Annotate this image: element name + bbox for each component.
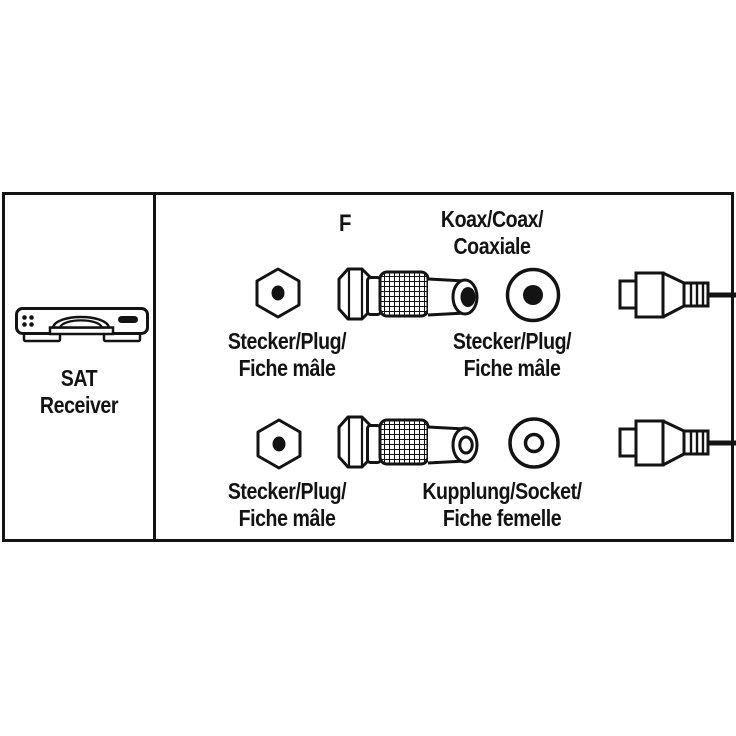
male-pin bbox=[460, 287, 476, 307]
caption-line: Fiche mâle bbox=[238, 355, 336, 381]
coax-cable-plug-icon-row2 bbox=[618, 419, 736, 467]
koax-connector-type-label-line1: Koax/Coax/ bbox=[440, 206, 544, 232]
sat-receiver-label-line1: SAT bbox=[60, 365, 98, 391]
female-socket-ring bbox=[458, 435, 474, 455]
f-plug-end-icon-row2 bbox=[256, 418, 302, 470]
coax-cable-plug-icon-row1 bbox=[618, 271, 736, 319]
center-pin bbox=[272, 436, 286, 452]
sat-receiver-label: SAT Receiver bbox=[15, 365, 143, 419]
center-pin bbox=[523, 285, 543, 305]
row2-koax-socket-caption: Kupplung/Socket/ Fiche femelle bbox=[400, 478, 604, 532]
diagram-frame bbox=[2, 192, 734, 542]
f-to-coax-female-adapter-icon bbox=[337, 415, 479, 469]
knurled-barrel bbox=[378, 270, 430, 318]
coax-male-end-icon bbox=[505, 267, 561, 323]
coax-female-end-icon bbox=[508, 417, 560, 469]
caption-line: Fiche mâle bbox=[463, 355, 561, 381]
row1-koax-plug-caption: Stecker/Plug/ Fiche mâle bbox=[410, 328, 614, 382]
receiver-display bbox=[118, 316, 138, 323]
socket-ring bbox=[523, 432, 545, 454]
caption-line: Stecker/Plug/ bbox=[227, 478, 347, 504]
caption-line: Stecker/Plug/ bbox=[227, 328, 347, 354]
sat-receiver-label-line2: Receiver bbox=[39, 392, 119, 418]
f-connector-type-label: F bbox=[338, 210, 352, 237]
caption-line: Fiche femelle bbox=[442, 505, 562, 531]
sat-receiver-icon bbox=[15, 307, 149, 343]
panel-divider bbox=[153, 192, 156, 542]
center-pin bbox=[271, 285, 285, 301]
koax-connector-type-label: Koax/Coax/ Coaxiale bbox=[390, 206, 594, 260]
koax-connector-type-label-line2: Coaxiale bbox=[453, 233, 531, 259]
f-plug-end-icon-row1 bbox=[255, 267, 301, 319]
row1-f-plug-caption: Stecker/Plug/ Fiche mâle bbox=[185, 328, 389, 382]
row2-f-plug-caption: Stecker/Plug/ Fiche mâle bbox=[185, 478, 389, 532]
caption-line: Kupplung/Socket/ bbox=[422, 478, 582, 504]
caption-line: Fiche mâle bbox=[238, 505, 336, 531]
caption-line: Stecker/Plug/ bbox=[452, 328, 572, 354]
f-to-coax-male-adapter-icon bbox=[337, 267, 479, 321]
knurled-barrel bbox=[378, 418, 430, 466]
